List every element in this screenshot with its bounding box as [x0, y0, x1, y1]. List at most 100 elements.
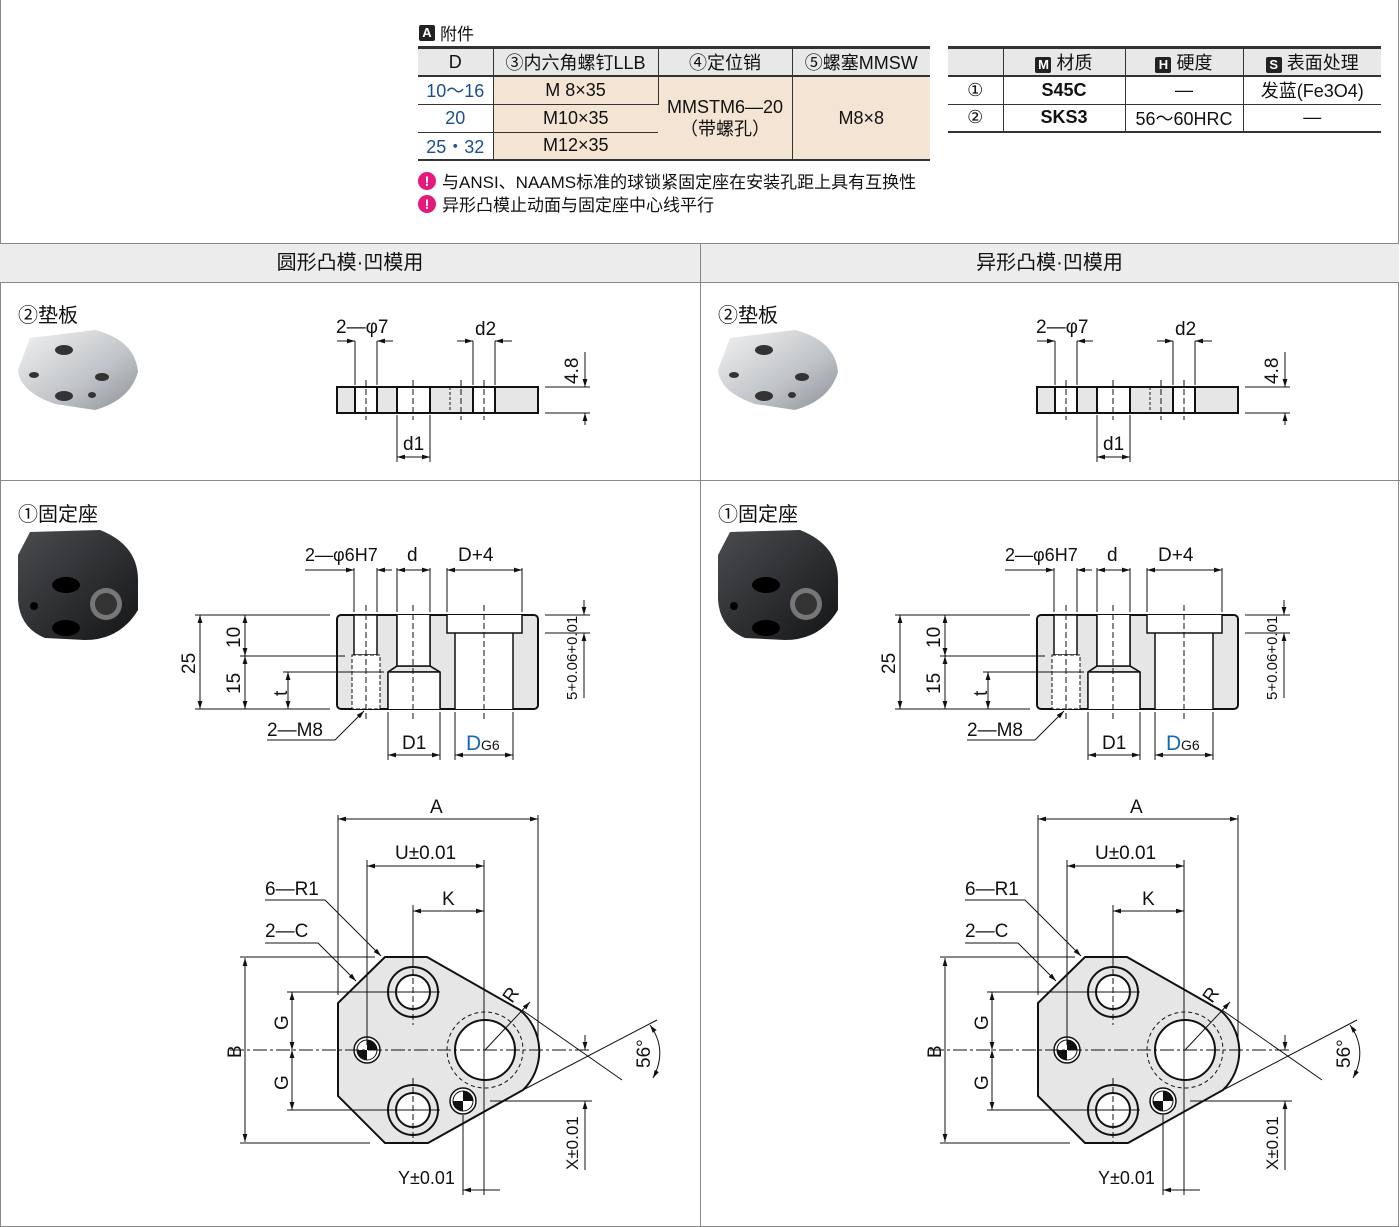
seat-label: ①固定座	[18, 504, 98, 526]
depth-label: 5+0.06+0.01	[564, 616, 581, 700]
seat-side-view	[195, 567, 590, 760]
shim-holes-label: 2—φ7	[1036, 317, 1088, 338]
Y-label: Y±0.01	[1098, 1168, 1155, 1188]
panel-header-round: 圆形凸模·凹模用	[0, 243, 700, 283]
col-header: ⑤螺塞MMSW	[792, 47, 930, 77]
cell-d: 20	[418, 104, 494, 133]
dowel-pin-icon	[1149, 1087, 1177, 1115]
shim-photo	[18, 330, 138, 410]
table-header-row: D ③内六角螺钉LLB ④定位销 ⑤螺塞MMSW	[418, 47, 930, 77]
table-header-row: M 材质 H 硬度 S 表面处理	[948, 47, 1381, 77]
material-badge: M	[1035, 57, 1052, 73]
angle-label: 56°	[634, 1039, 655, 1068]
G-label: G	[272, 1015, 293, 1030]
col-header-hardness: H 硬度	[1125, 47, 1244, 77]
col-header: ③内六角螺钉LLB	[493, 47, 659, 77]
G-label: G	[972, 1015, 993, 1030]
dowel-pin-icon	[353, 1036, 381, 1064]
cell-no: ②	[948, 104, 1004, 133]
seat-plan-view	[230, 815, 661, 1195]
table-row: ① S45C — 发蓝(Fe3O4)	[948, 76, 1381, 105]
height-25-label: 25	[879, 653, 900, 674]
technical-drawing: 2—φ7 d2 d1 4.8 2—φ6H7 d D+4 25 10 15 t 5…	[718, 317, 1361, 1195]
C-label: 2—C	[965, 921, 1008, 942]
accessories-badge: A	[419, 24, 435, 41]
cell-screw: M 8×35	[493, 76, 659, 105]
shim-d1-label: d1	[403, 434, 424, 455]
seat-photo	[718, 530, 838, 640]
cell-surface: 发蓝(Fe3O4)	[1243, 76, 1381, 105]
note-text: 与ANSI、NAAMS标准的球锁紧固定座在安装孔距上具有互换性	[442, 173, 917, 192]
table-row: 20 M10×35	[418, 104, 930, 133]
technical-drawing: 2—φ7 d2 d1 4.8 2—φ6H7 d D+4 25 10 15 t 5…	[18, 317, 661, 1195]
note: ! 与ANSI、NAAMS标准的球锁紧固定座在安装孔距上具有互换性	[418, 168, 916, 193]
DG6-D-label: D	[1166, 732, 1181, 755]
panel-round: ②垫板 ①固定座	[0, 282, 700, 1227]
depth-label: 5+0.06+0.01	[1264, 616, 1281, 700]
B-label: B	[925, 1045, 946, 1058]
tap-label: 2—M8	[967, 720, 1023, 741]
B-label: B	[225, 1045, 246, 1058]
R1-label: 6—R1	[965, 879, 1019, 900]
height-15-label: 15	[224, 673, 245, 694]
warning-icon: !	[418, 194, 436, 213]
shim-side-view	[336, 338, 590, 462]
X-label: X±0.01	[563, 1116, 582, 1170]
cell-plug: M8×8	[792, 76, 930, 161]
table-row: 10～16 M 8×35 MMSTM6—20 （带螺孔） M8×8	[418, 76, 930, 161]
section-divider	[700, 480, 1400, 481]
pin-hole-label: 2—φ6H7	[1005, 545, 1078, 565]
U-label: U±0.01	[395, 843, 456, 864]
K-label: K	[442, 889, 455, 910]
DG6-D-label: D	[466, 732, 481, 755]
hardness-badge: H	[1155, 57, 1172, 73]
A-label: A	[430, 797, 443, 818]
section-divider	[0, 480, 700, 481]
X-label: X±0.01	[1263, 1116, 1282, 1170]
seat-label: ①固定座	[718, 504, 798, 526]
surface-badge: S	[1265, 57, 1282, 73]
shim-holes-label: 2—φ7	[336, 317, 388, 338]
shim-d1-label: d1	[1103, 434, 1124, 455]
header-label: 表面处理	[1286, 53, 1359, 73]
shim-thickness-label: 4.8	[562, 358, 583, 384]
K-label: K	[1142, 889, 1155, 910]
col-header-material: M 材质	[1003, 47, 1126, 77]
materials-table: M 材质 H 硬度 S 表面处理 ① S45C — 发蓝(Fe3O4) ② SK…	[948, 46, 1381, 133]
DG6-tol-label: G6	[481, 737, 500, 753]
warning-icon: !	[418, 171, 436, 190]
panel-header-shaped: 异形凸模·凹模用	[700, 243, 1399, 283]
accessories-title-text: 附件	[440, 25, 474, 44]
cell-d: 25・32	[418, 132, 494, 161]
G-label: G	[972, 1075, 993, 1090]
shim-label: ②垫板	[18, 305, 78, 327]
cell-material: S45C	[1003, 76, 1126, 105]
height-10-label: 10	[224, 627, 245, 648]
cell-surface: —	[1243, 104, 1381, 133]
d-plus-label: D+4	[458, 545, 494, 566]
height-10-label: 10	[924, 627, 945, 648]
cell-pin: MMSTM6—20 （带螺孔）	[658, 76, 793, 161]
Y-label: Y±0.01	[398, 1168, 455, 1188]
cell-hardness: —	[1125, 76, 1244, 105]
U-label: U±0.01	[1095, 843, 1156, 864]
D1-label: D1	[1102, 733, 1126, 754]
col-header-surface: S 表面处理	[1243, 47, 1381, 77]
height-15-label: 15	[924, 673, 945, 694]
cell-screw: M12×35	[493, 132, 658, 161]
col-header: D	[418, 47, 494, 77]
t-label: t	[971, 690, 992, 696]
d-label: d	[407, 545, 418, 566]
cell-screw: M10×35	[493, 104, 658, 133]
pin-line2: （带螺孔）	[680, 119, 770, 139]
t-label: t	[271, 690, 292, 696]
col-header: ④定位销	[658, 47, 793, 77]
seat-side-view	[895, 567, 1290, 760]
d-label: d	[1107, 545, 1118, 566]
header-label: 硬度	[1176, 53, 1213, 73]
DG6-tol-label: G6	[1181, 737, 1200, 753]
table-row: 25・32 M12×35	[418, 132, 930, 161]
panel-divider	[700, 243, 701, 1227]
shim-label: ②垫板	[718, 305, 778, 327]
cell-d: 10～16	[418, 76, 494, 105]
